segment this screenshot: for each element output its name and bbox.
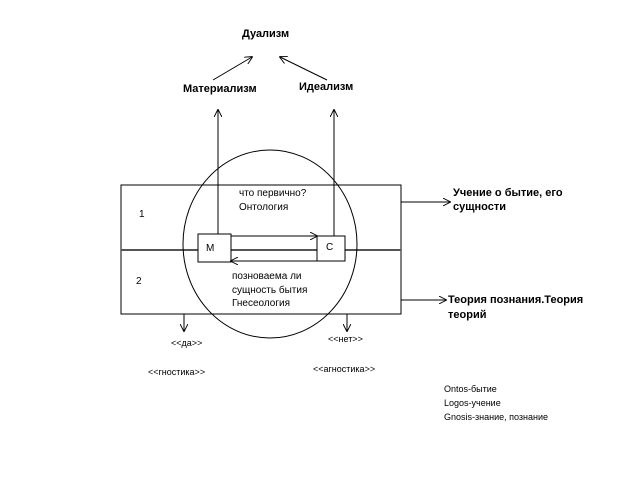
- node-c-box: [316, 235, 346, 262]
- glossary-item: Gnosis-знание, познание: [444, 412, 548, 422]
- answer-yes-term: <<гностика>>: [148, 367, 206, 377]
- region-1-discipline: Онтология: [239, 202, 289, 213]
- central-circle: [182, 149, 358, 339]
- glossary-item: Logos-учение: [444, 398, 501, 408]
- glossary-item: Ontos-бытие: [444, 384, 497, 394]
- label-dualism: Дуализм: [242, 28, 290, 40]
- answer-no: <<нет>>: [328, 334, 363, 344]
- label-idealism: Идеализм: [299, 81, 354, 93]
- gnoseology-description-line1: Теория познания.Теория: [448, 294, 584, 306]
- ontology-description-line2: сущности: [453, 201, 507, 213]
- region-2-number: 2: [136, 276, 142, 287]
- answer-no-term: <<агностика>>: [313, 364, 376, 374]
- arrow-idealism-to-dualism: [280, 57, 328, 81]
- ontology-description-line1: Учение о бытие, его: [453, 187, 563, 199]
- label-materialism: Материализм: [183, 83, 257, 95]
- arrow-materialism-to-dualism: [212, 57, 252, 81]
- region-2-discipline: Гнесеология: [232, 298, 290, 309]
- answer-yes: <<да>>: [171, 338, 203, 348]
- node-m-label: М: [206, 243, 215, 254]
- gnoseology-description-line2: теорий: [448, 309, 487, 321]
- region-1-question: что первично?: [239, 188, 307, 199]
- region-2-question-line1: позноваема ли: [232, 271, 302, 282]
- region-1-number: 1: [139, 209, 145, 220]
- region-2-question-line2: сущность бытия: [232, 285, 308, 296]
- node-c-label: С: [326, 242, 334, 253]
- node-m-box: [197, 233, 232, 263]
